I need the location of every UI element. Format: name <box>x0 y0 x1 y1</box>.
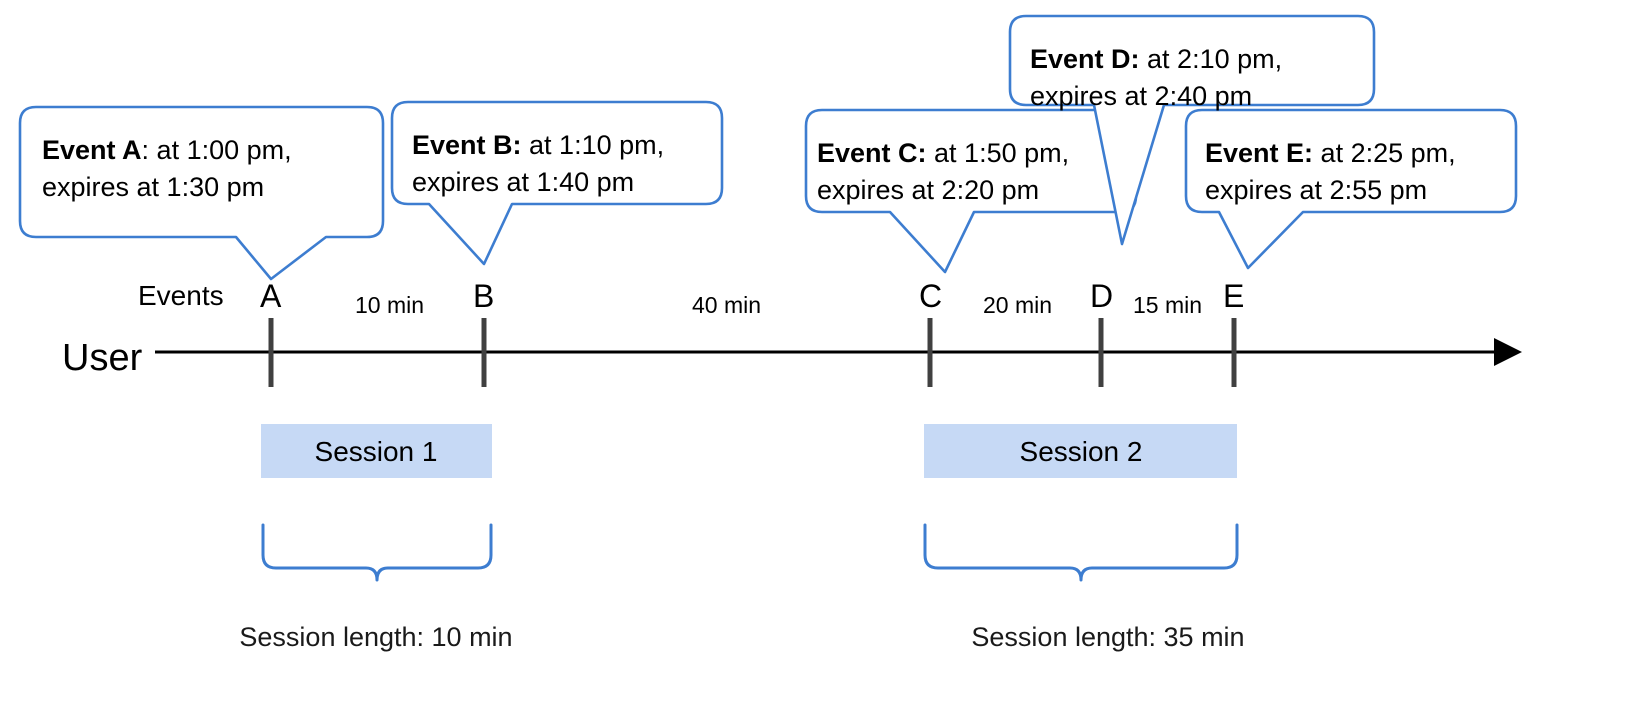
callout-shape-event-b <box>390 100 724 266</box>
callout-line1-event-e: at 2:25 pm, <box>1313 138 1456 168</box>
session-box-2 <box>924 424 1237 478</box>
brace-session-1 <box>261 523 493 582</box>
callout-sep-event-c: : <box>918 138 927 168</box>
callout-text-event-e: Event E: at 2:25 pm, <box>1205 138 1456 168</box>
callout-text-event-a: Event A: at 1:00 pm, <box>42 135 292 165</box>
brace-session-2 <box>923 523 1239 582</box>
callout-text-event-e-line2: expires at 2:55 pm <box>1205 175 1427 205</box>
marker-label-a: A <box>260 278 282 314</box>
marker-label-e: E <box>1223 278 1244 314</box>
marker-label-c: C <box>919 278 942 314</box>
axis-row-label-user: User <box>62 337 143 379</box>
callout-lead-event-a: Event A <box>42 135 142 165</box>
callout-text-event-c: Event C: at 1:50 pm, <box>817 138 1069 168</box>
session-label-2: Session 2 <box>1020 436 1143 467</box>
callout-shape-event-e <box>1184 108 1518 270</box>
callout-lead-event-e: Event E <box>1205 138 1304 168</box>
callout-text-event-c-line2: expires at 2:20 pm <box>817 175 1039 205</box>
callout-lead-event-d: Event D <box>1030 44 1131 74</box>
session-length-caption-1: Session length: 10 min <box>239 622 512 652</box>
session-box-1 <box>261 424 492 478</box>
duration-label-d-e: 15 min <box>1133 292 1202 318</box>
callout-lead-event-b: Event B <box>412 130 513 160</box>
marker-label-d: D <box>1090 278 1113 314</box>
callout-line1-event-d: at 2:10 pm, <box>1140 44 1283 74</box>
callout-line1-event-b: at 1:10 pm, <box>522 130 665 160</box>
session-label-1: Session 1 <box>315 436 438 467</box>
callout-line1-event-c: at 1:50 pm, <box>927 138 1070 168</box>
events-row-label: Events <box>138 280 224 311</box>
duration-label-c-d: 20 min <box>983 292 1052 318</box>
callout-text-event-d-line2: expires at 2:40 pm <box>1030 81 1252 111</box>
callout-line1-event-a: at 1:00 pm, <box>149 135 292 165</box>
duration-label-a-b: 10 min <box>355 292 424 318</box>
callout-sep-event-a: : <box>142 135 150 165</box>
callout-shape-event-a <box>18 105 385 281</box>
callout-text-event-a-line2: expires at 1:30 pm <box>42 172 264 202</box>
duration-label-b-c: 40 min <box>692 292 761 318</box>
callout-text-event-b: Event B: at 1:10 pm, <box>412 130 664 160</box>
timeline-arrow-icon <box>1494 338 1522 366</box>
callout-shape-event-d <box>1008 14 1376 246</box>
callout-sep-event-b: : <box>513 130 522 160</box>
callout-lead-event-c: Event C <box>817 138 918 168</box>
callout-sep-event-e: : <box>1304 138 1313 168</box>
callout-text-event-d: Event D: at 2:10 pm, <box>1030 44 1282 74</box>
callout-text-event-b-line2: expires at 1:40 pm <box>412 167 634 197</box>
marker-label-b: B <box>473 278 494 314</box>
callout-sep-event-d: : <box>1131 44 1140 74</box>
session-length-caption-2: Session length: 35 min <box>971 622 1244 652</box>
